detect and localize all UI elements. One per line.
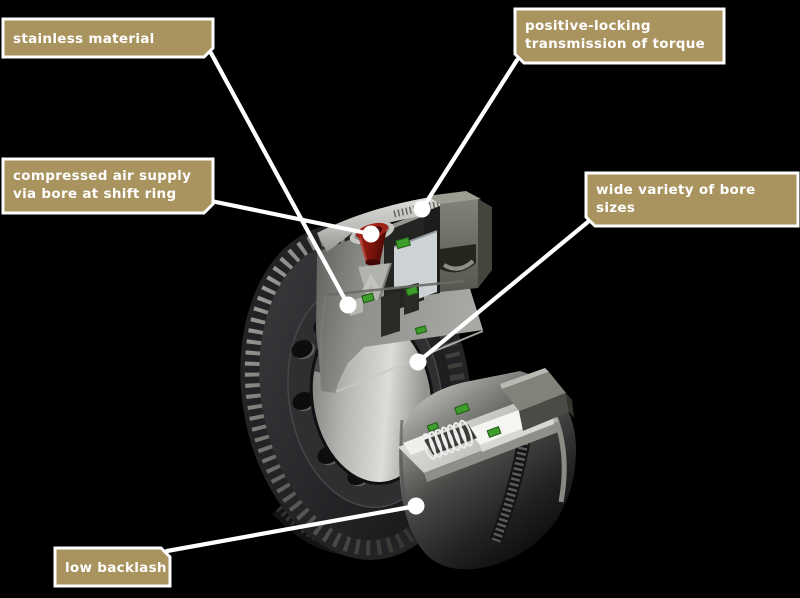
leader-dot xyxy=(339,296,357,314)
sleeve-top xyxy=(317,192,470,252)
callout-box xyxy=(1,17,215,59)
callout-label: low backlash xyxy=(65,560,167,576)
leader-line-stainless xyxy=(208,50,351,308)
leader-dot xyxy=(407,497,425,515)
seal xyxy=(414,325,428,335)
seal xyxy=(361,292,375,304)
leader-dot xyxy=(413,200,431,218)
callout-box xyxy=(1,157,215,215)
seal xyxy=(426,421,440,433)
seal xyxy=(454,402,470,416)
leader-dot xyxy=(362,225,380,243)
callout-label: compressed air supply via bore at shift … xyxy=(13,168,196,202)
flange-bottom-edge xyxy=(335,330,484,393)
shift-piston xyxy=(394,231,437,299)
callout-box xyxy=(53,546,172,588)
leader-lines xyxy=(164,50,592,554)
leader-line-positive-locking xyxy=(419,57,520,212)
callout-low-backlash: low backlash xyxy=(53,546,172,588)
callout-label: wide variety of bore sizes xyxy=(596,182,761,216)
callout-box xyxy=(513,7,726,65)
callouts: stainless material positive-locking tran… xyxy=(1,7,800,588)
lower-cut-front xyxy=(424,421,561,482)
lower-clutch-half xyxy=(398,368,577,570)
hub-end-block xyxy=(424,191,492,296)
callout-label: stainless material xyxy=(13,31,155,47)
leader-line-compressed-air xyxy=(208,198,374,237)
leader-dot xyxy=(409,353,427,371)
leader-dots xyxy=(339,200,431,515)
seal xyxy=(405,285,419,297)
seal xyxy=(395,236,411,250)
callout-bore-sizes: wide variety of bore sizes xyxy=(584,171,800,228)
section-notch xyxy=(361,274,381,293)
callout-label: positive-locking transmission of torque xyxy=(525,18,705,52)
leader-line-bore-sizes xyxy=(415,218,592,365)
seal xyxy=(486,426,502,438)
bolt-hole xyxy=(291,340,315,360)
callout-box xyxy=(584,171,800,228)
flange-groove xyxy=(325,279,465,297)
hub-end-block xyxy=(500,368,574,431)
flange-left-edge xyxy=(319,294,327,392)
seals xyxy=(361,236,428,335)
spring xyxy=(422,419,477,460)
upper-clutch-half xyxy=(316,191,492,393)
callout-compressed-air: compressed air supply via bore at shift … xyxy=(1,157,215,215)
section-slot xyxy=(381,291,400,337)
callout-stainless-material: stainless material xyxy=(1,17,215,59)
leader-line-low-backlash xyxy=(164,503,419,554)
callout-positive-locking: positive-locking transmission of torque xyxy=(513,7,726,65)
